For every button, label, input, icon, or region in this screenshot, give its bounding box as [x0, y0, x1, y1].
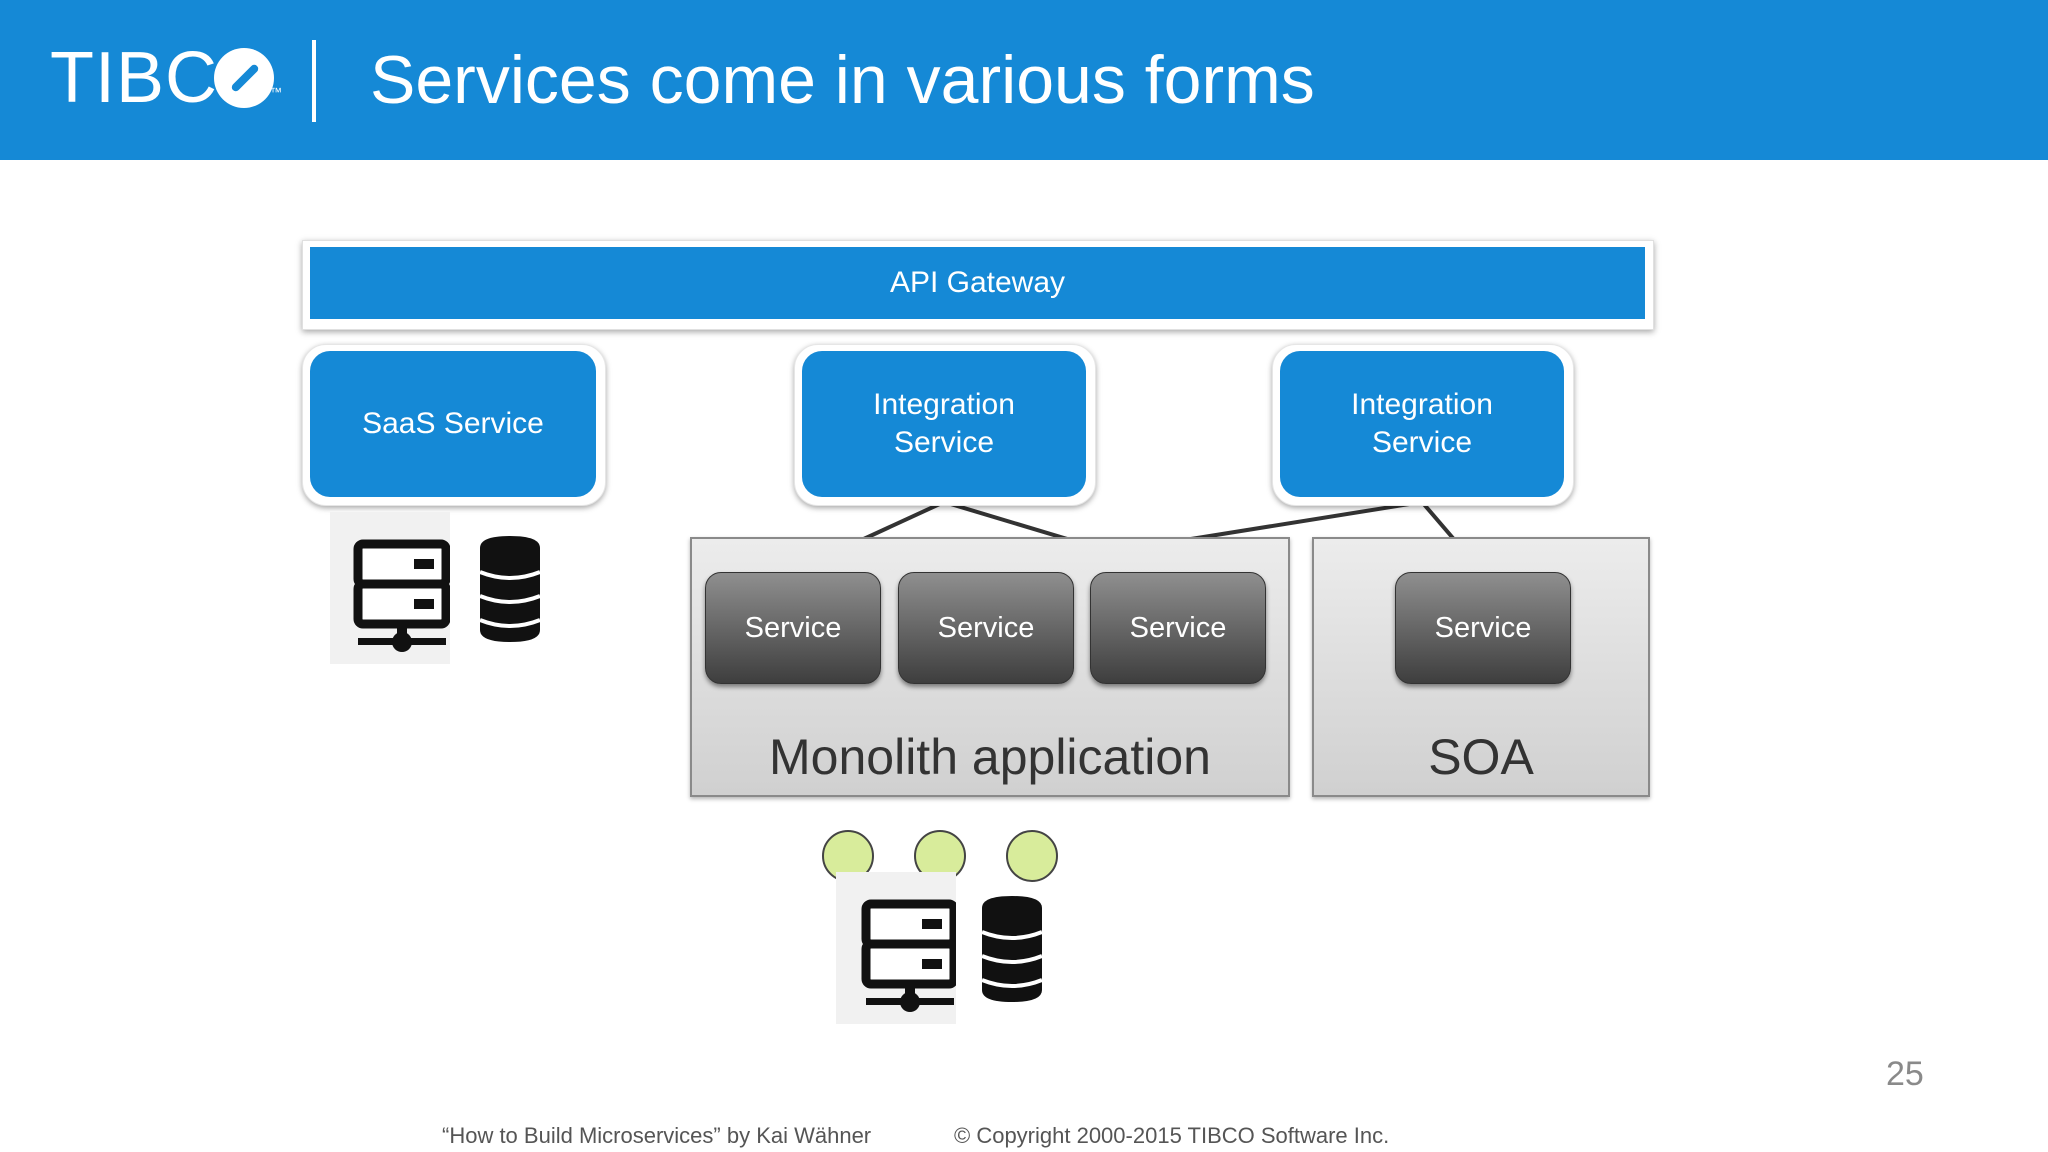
footer-credit: “How to Build Microservices” by Kai Wähn… [442, 1123, 872, 1148]
integration-service-box: Integration Service [1280, 351, 1564, 497]
monolith-label: Monolith application [769, 729, 1211, 785]
slide-title: Services come in various forms [370, 42, 1315, 118]
soa-label: SOA [1428, 729, 1534, 785]
database-icon [958, 894, 1060, 1006]
service-box: Service [1395, 572, 1571, 684]
header-bar: TIBC ™ Services come in various forms [0, 0, 2048, 160]
logo-trademark: ™ [270, 85, 283, 99]
header-divider [312, 40, 316, 122]
api-gateway: API Gateway [310, 247, 1645, 319]
server-icon [330, 512, 451, 664]
logo-mark-icon [214, 48, 274, 108]
database-icon [452, 534, 554, 646]
footer-copyright: © Copyright 2000-2015 TIBCO Software Inc… [954, 1123, 1390, 1148]
service-box: Service [705, 572, 881, 684]
tibco-logo: TIBC ™ [50, 38, 282, 118]
service-box: Service [1090, 572, 1266, 684]
page-number: 25 [1886, 1055, 1924, 1093]
logo-text: TIBC [50, 38, 219, 118]
server-icon [836, 872, 959, 1024]
green-dot [1006, 830, 1058, 882]
service-box: Service [898, 572, 1074, 684]
saas-service-box: SaaS Service [310, 351, 596, 497]
integration-service-box: Integration Service [802, 351, 1086, 497]
